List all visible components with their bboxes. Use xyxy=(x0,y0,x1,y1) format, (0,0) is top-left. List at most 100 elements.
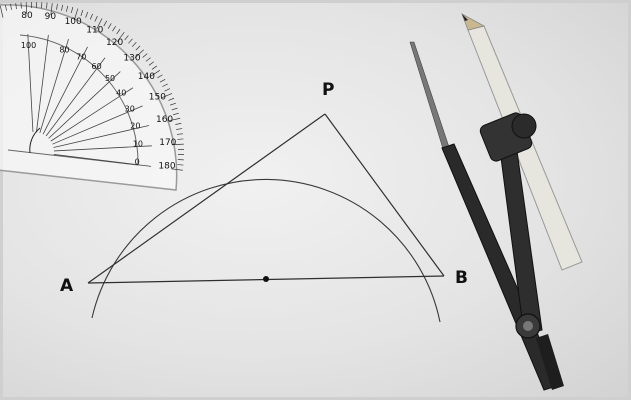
protractor-tick xyxy=(85,11,89,18)
protractor-tick xyxy=(171,107,178,111)
compass-clamp-screw xyxy=(511,113,537,139)
protractor-tick xyxy=(15,3,17,10)
protractor-inner-label: 10 xyxy=(133,140,143,149)
protractor-tick xyxy=(96,18,103,30)
protractor-outer-label: 180 xyxy=(158,161,175,171)
protractor-tick xyxy=(177,164,184,166)
protractor-tick xyxy=(170,168,183,171)
protractor-inner-label: 30 xyxy=(125,104,135,113)
protractor-tick xyxy=(171,143,184,146)
protractor-tick xyxy=(116,28,121,35)
protractor-tick xyxy=(128,38,133,44)
protractor-tick xyxy=(176,128,183,130)
protractor-outer-label: 90 xyxy=(45,12,57,22)
protractor-tick xyxy=(134,49,144,59)
protractor-radial-lines xyxy=(27,34,152,167)
protractor-tick xyxy=(157,74,163,79)
protractor-inner-label: 100 xyxy=(21,41,36,50)
protractor-outer-label: 150 xyxy=(149,93,166,103)
protractor-tick xyxy=(10,3,12,10)
protractor-ray xyxy=(50,87,134,142)
protractor-ray xyxy=(42,46,88,135)
protractor-tick xyxy=(0,5,4,18)
protractor-body xyxy=(0,4,178,191)
protractor-tick xyxy=(175,123,182,125)
protractor-tick xyxy=(70,7,74,13)
protractor-tick xyxy=(168,97,175,101)
protractor-inner-label: 40 xyxy=(116,88,126,97)
compass-hinge-pin xyxy=(523,321,533,331)
protractor-tick xyxy=(135,45,141,51)
protractor-outer-label: 80 xyxy=(21,11,33,21)
protractor-tick xyxy=(176,133,183,135)
protractor-tick xyxy=(149,70,160,78)
compass-needle xyxy=(409,41,451,153)
protractor-inner-label: 20 xyxy=(130,122,140,131)
protractor-tick xyxy=(164,88,171,92)
protractor-tick xyxy=(25,2,28,15)
protractor-ray xyxy=(27,34,34,133)
protractor-ray xyxy=(48,71,121,139)
centre-point xyxy=(263,276,269,282)
protractor-inner-label: 50 xyxy=(105,74,115,83)
protractor-tick xyxy=(103,20,108,27)
protractor-outer-label: 120 xyxy=(106,38,123,48)
protractor-tick xyxy=(20,2,22,9)
protractor-tick xyxy=(160,93,173,99)
protractor-tick xyxy=(173,112,179,116)
protractor-tick xyxy=(89,13,93,20)
protractor-tick xyxy=(112,26,116,32)
protractor-tick xyxy=(151,65,158,70)
protractor-tick-marks xyxy=(0,2,184,171)
protractor-tick xyxy=(50,3,53,16)
protractor-tick xyxy=(177,138,184,140)
protractor-tick xyxy=(56,3,58,10)
protractor-ray xyxy=(45,57,106,137)
side-pb xyxy=(324,113,445,277)
protractor-tick xyxy=(142,53,148,58)
protractor-tick xyxy=(159,78,166,83)
protractor-outer-label: 110 xyxy=(86,26,103,36)
protractor-outer-label: 130 xyxy=(123,54,140,64)
protractor-ray xyxy=(53,154,152,167)
protractor-tick xyxy=(5,4,7,11)
compass xyxy=(409,13,583,391)
protractor-inner-label: 80 xyxy=(59,46,69,55)
protractor-tick xyxy=(61,4,63,11)
protractor-tick xyxy=(46,2,48,9)
protractor-tick xyxy=(168,117,181,122)
protractor-tick xyxy=(116,31,125,42)
protractor-ray xyxy=(39,39,69,133)
protractor-tick xyxy=(131,42,137,47)
protractor-tick xyxy=(148,61,155,66)
point-label-a: A xyxy=(60,276,74,296)
protractor-ray xyxy=(36,34,49,133)
protractor-tick xyxy=(74,8,79,21)
point-label-p: P xyxy=(322,80,335,100)
protractor-tick xyxy=(170,102,176,106)
side-ap xyxy=(87,113,326,284)
protractor-outer-label: 100 xyxy=(65,17,82,27)
pencil-tip xyxy=(461,13,486,31)
protractor-tick xyxy=(145,57,151,62)
protractor-inner-label: 60 xyxy=(91,62,101,71)
protractor-outer-label: 160 xyxy=(156,115,173,125)
protractor-tick xyxy=(94,15,98,22)
protractor-tick xyxy=(107,23,112,29)
protractor-ray xyxy=(53,145,152,152)
protractor-inner-label: 70 xyxy=(76,52,86,61)
protractor-outer-label: 140 xyxy=(138,72,155,82)
compass-handle xyxy=(536,334,564,390)
protractor-ray xyxy=(53,125,150,148)
protractor-outer-label: 170 xyxy=(159,138,176,148)
semicircle-arc xyxy=(91,178,441,323)
pencil-lead xyxy=(462,14,468,21)
point-label-b: B xyxy=(455,268,468,288)
protractor-centre-arc xyxy=(29,127,41,154)
protractor-tick xyxy=(124,35,129,41)
protractor-inner-label: 0 xyxy=(135,158,140,167)
